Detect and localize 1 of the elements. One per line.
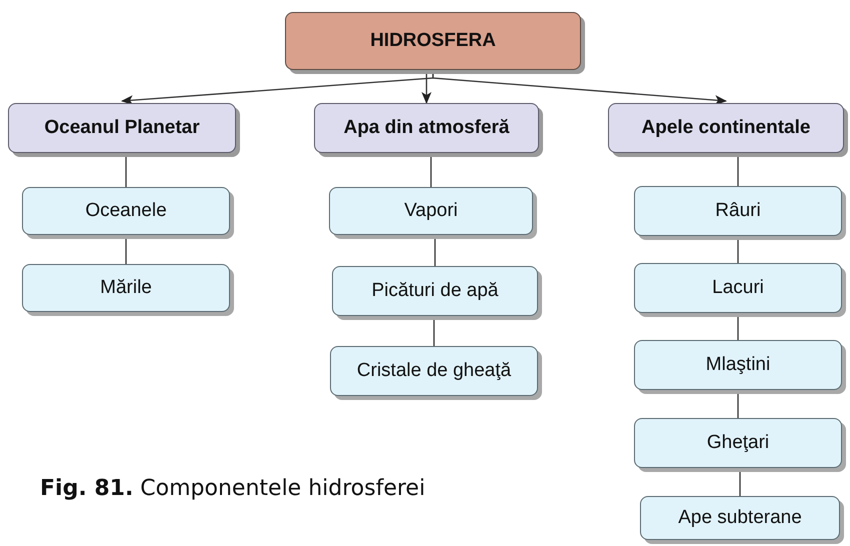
figure-caption: Fig. 81. Componentele hidrosferei (40, 475, 426, 503)
